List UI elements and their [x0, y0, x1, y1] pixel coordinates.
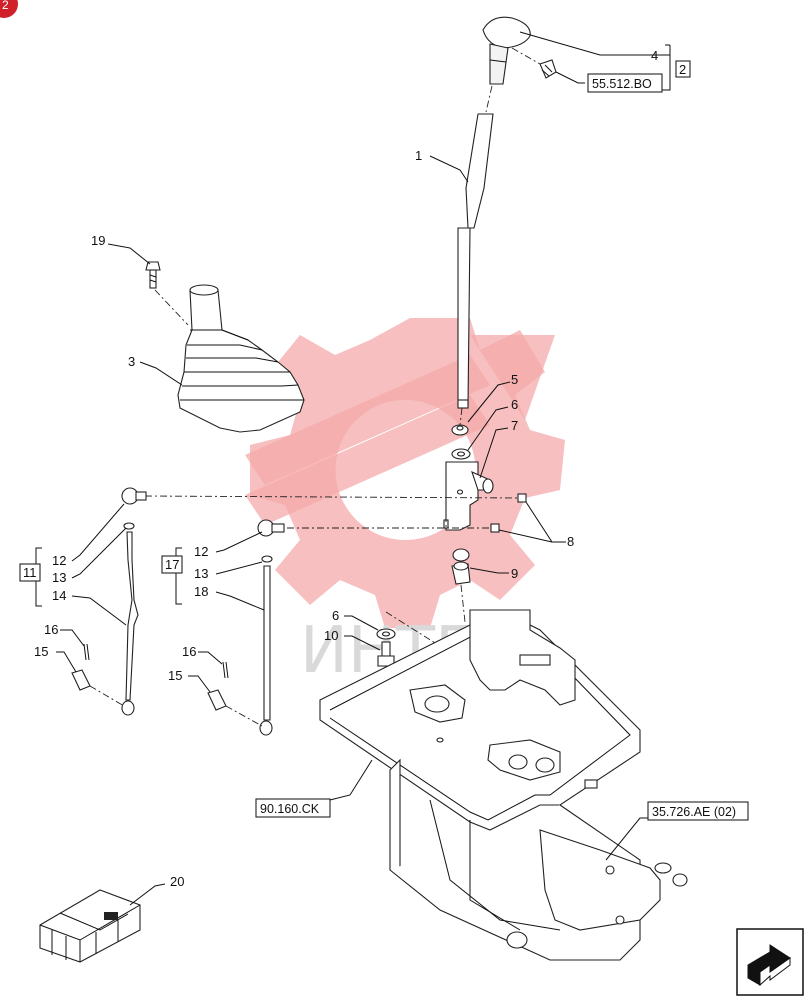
callout-6-upper: 6 — [511, 397, 518, 412]
callout-4: 4 — [651, 48, 658, 63]
callout-13-right: 13 — [194, 566, 208, 581]
pin-8a — [517, 493, 527, 503]
rod-assembly-left — [121, 487, 147, 716]
washer-6 — [451, 448, 471, 460]
group-ref-2: 2 — [675, 60, 691, 78]
pin-8b — [490, 523, 500, 533]
callout-16-right: 16 — [182, 644, 196, 659]
callout-8: 8 — [567, 534, 574, 549]
lever-bracket — [443, 461, 494, 531]
svg-text:17: 17 — [165, 557, 179, 572]
shift-lever — [457, 113, 494, 409]
callout-12-left: 12 — [52, 553, 66, 568]
callout-10: 10 — [324, 628, 338, 643]
callout-5: 5 — [511, 372, 518, 387]
next-page-arrow-icon[interactable] — [736, 928, 804, 996]
pin-15-left — [71, 669, 91, 691]
bolt-10 — [377, 641, 395, 667]
group-ref-11: 11 — [19, 563, 41, 582]
bolt-19 — [145, 261, 161, 289]
shift-knob — [482, 16, 531, 85]
svg-text:2: 2 — [679, 62, 686, 77]
callout-14: 14 — [52, 588, 66, 603]
callout-15-left: 15 — [34, 644, 48, 659]
svg-text:11: 11 — [23, 565, 37, 580]
page-badge-number: 2 — [2, 0, 9, 12]
callout-1: 1 — [415, 148, 422, 163]
rubber-boot — [177, 284, 305, 433]
callout-13-left: 13 — [52, 570, 66, 585]
callout-12-right: 12 — [194, 544, 208, 559]
pin-15-right — [207, 689, 227, 711]
page-badge: 2 — [0, 0, 18, 18]
nut-5 — [451, 424, 469, 436]
section-ref-90-160-ck[interactable]: 90.160.CK — [255, 798, 331, 818]
callout-labels: 4 1 19 3 5 6 7 8 9 12 13 14 16 15 12 13 … — [34, 48, 658, 889]
washer-6-lower — [376, 628, 396, 640]
support-frame — [389, 758, 688, 961]
watermark-logo — [245, 318, 565, 628]
section-ref-35-726-ae[interactable]: 35.726.AE (02) — [647, 801, 749, 821]
svg-text:55.512.BO[interactable]: 55.512.BO — [592, 77, 652, 91]
clip-16-right — [222, 661, 229, 679]
svg-text:35.726.AE (02)[interactable]: 35.726.AE (02) — [652, 805, 736, 819]
callout-7: 7 — [511, 418, 518, 433]
callout-18: 18 — [194, 584, 208, 599]
callout-16-left: 16 — [44, 622, 58, 637]
kit-box — [39, 889, 141, 963]
section-ref-55-512-bo[interactable]: 55.512.BO — [587, 73, 663, 93]
group-ref-17: 17 — [161, 555, 183, 574]
callout-9: 9 — [511, 566, 518, 581]
svg-text:90.160.CK[interactable]: 90.160.CK — [260, 802, 320, 816]
callout-20: 20 — [170, 874, 184, 889]
rod-assembly-right — [257, 519, 285, 736]
callout-15-right: 15 — [168, 668, 182, 683]
leader-lines — [35, 31, 671, 906]
knob-set-screw — [539, 59, 557, 79]
clip-16-left — [83, 643, 90, 661]
callout-19: 19 — [91, 233, 105, 248]
ball-joint-9 — [451, 548, 471, 585]
callout-3: 3 — [128, 354, 135, 369]
callout-6-lower: 6 — [332, 608, 339, 623]
mounting-plate — [319, 609, 641, 831]
